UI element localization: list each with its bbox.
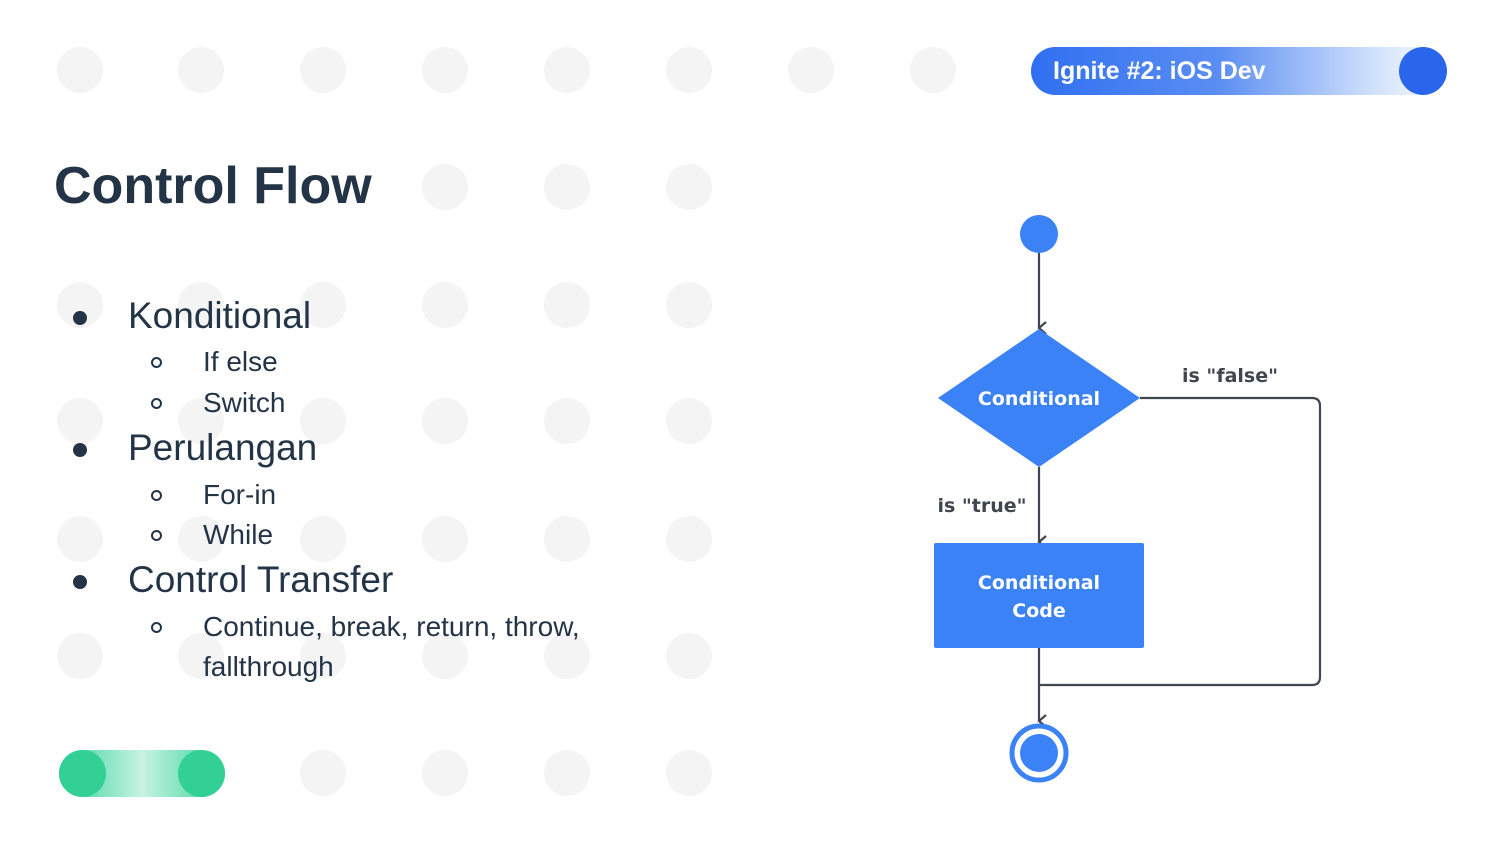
- outline-item-perulangan: Perulangan: [128, 427, 318, 468]
- course-badge: Ignite #2: iOS Dev: [1031, 47, 1447, 95]
- decorative-green-pill: [59, 750, 225, 797]
- slide-title: Control Flow: [54, 157, 372, 215]
- outline-subitem-transfer-keywords-cont: fallthrough: [203, 651, 334, 682]
- sub-bullet-marker: [151, 530, 162, 541]
- outline-subitem-while: While: [203, 519, 274, 550]
- false-branch-label: is "false": [1182, 365, 1278, 387]
- outline-item-control-transfer: Control Transfer: [128, 559, 394, 600]
- process-node-label-line1: Conditional: [978, 572, 1100, 594]
- sub-bullet-marker: [151, 490, 162, 501]
- true-branch-label: is "true": [937, 495, 1026, 517]
- sub-bullet-marker: [151, 357, 162, 368]
- bullet-marker: [73, 443, 87, 457]
- outline-subitem-transfer-keywords: Continue, break, return, throw,: [203, 611, 580, 642]
- sub-bullet-marker: [151, 398, 162, 409]
- outline-item-konditional: Konditional: [128, 295, 312, 336]
- false-branch-connector: [1039, 396, 1322, 687]
- decision-node: [938, 329, 1140, 467]
- decision-node-label: Conditional: [978, 388, 1100, 410]
- pill-right-circle: [178, 750, 225, 797]
- process-node: [934, 543, 1144, 648]
- badge-circle-decoration: [1399, 47, 1447, 95]
- pill-left-circle: [59, 750, 106, 797]
- bullet-marker: [73, 311, 87, 325]
- bullet-marker: [73, 575, 87, 589]
- end-node-ring: [1009, 723, 1069, 783]
- end-node: [1020, 734, 1058, 772]
- outline-subitem-if-else: If else: [203, 346, 278, 377]
- outline-subitem-switch: Switch: [203, 387, 286, 418]
- outline-subitem-for-in: For-in: [203, 479, 277, 510]
- start-node: [1020, 215, 1058, 253]
- sub-bullet-marker: [151, 622, 162, 633]
- course-badge-label: Ignite #2: iOS Dev: [1053, 57, 1266, 85]
- process-node-label-line2: Code: [1012, 600, 1065, 622]
